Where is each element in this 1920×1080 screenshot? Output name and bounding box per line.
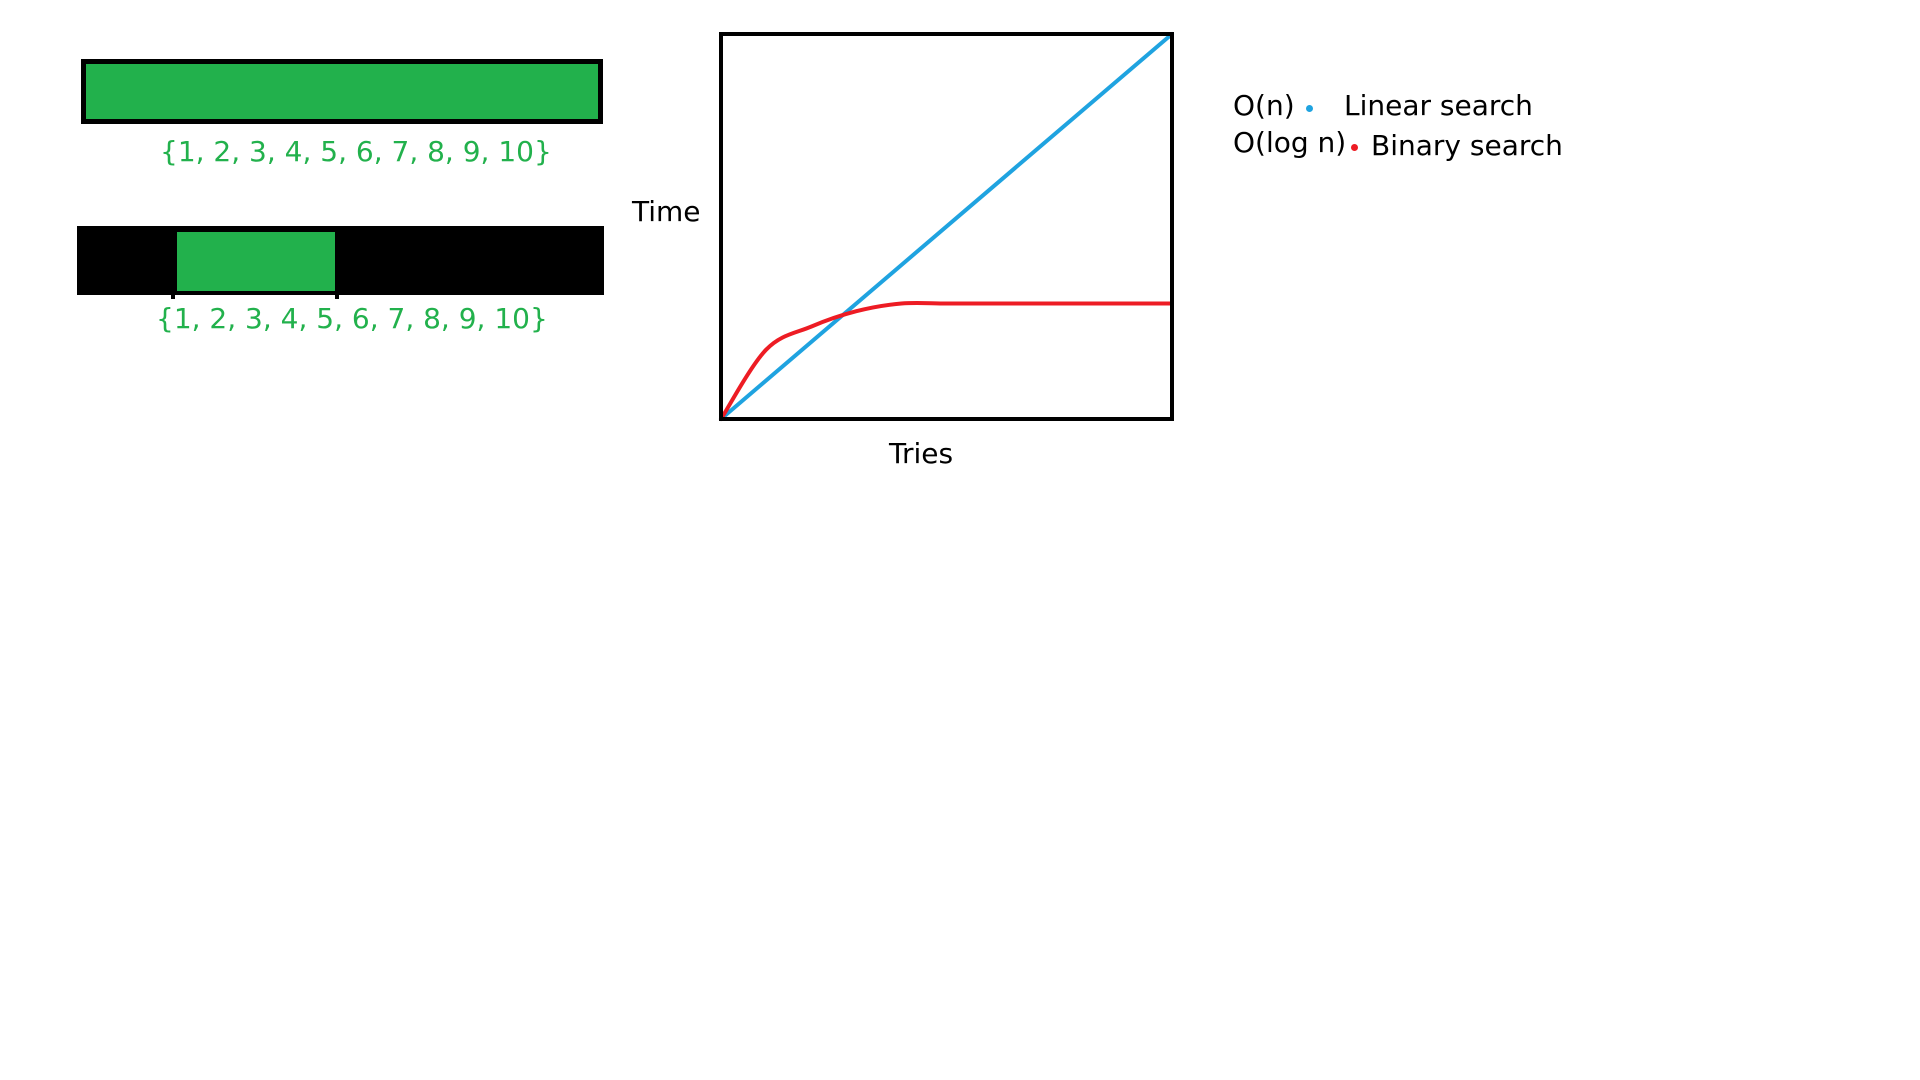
array-bar-partial — [77, 226, 604, 295]
complexity-chart — [719, 32, 1174, 421]
y-axis-label: Time — [632, 195, 701, 228]
legend-name-linear: Linear search — [1344, 89, 1533, 122]
series-line-linear-search — [719, 32, 1174, 421]
x-axis-label: Tries — [889, 437, 954, 470]
range-tick-left — [171, 294, 175, 299]
legend-notation-binary: O(log n) — [1233, 126, 1347, 159]
array-bar-highlight — [177, 232, 335, 291]
legend-name-binary: Binary search — [1371, 129, 1563, 162]
chart-series-layer — [719, 32, 1174, 421]
legend-notation-linear: O(n) — [1233, 89, 1295, 122]
array-bar-full — [81, 59, 603, 124]
legend-dot-binary — [1351, 144, 1358, 151]
array-set-label: {1, 2, 3, 4, 5, 6, 7, 8, 9, 10} — [156, 302, 548, 335]
legend-dot-linear — [1306, 105, 1313, 112]
series-line-binary-search — [719, 300, 1174, 421]
range-tick-right — [335, 294, 339, 299]
array-set-label: {1, 2, 3, 4, 5, 6, 7, 8, 9, 10} — [160, 135, 552, 168]
chart-frame — [719, 32, 1174, 421]
